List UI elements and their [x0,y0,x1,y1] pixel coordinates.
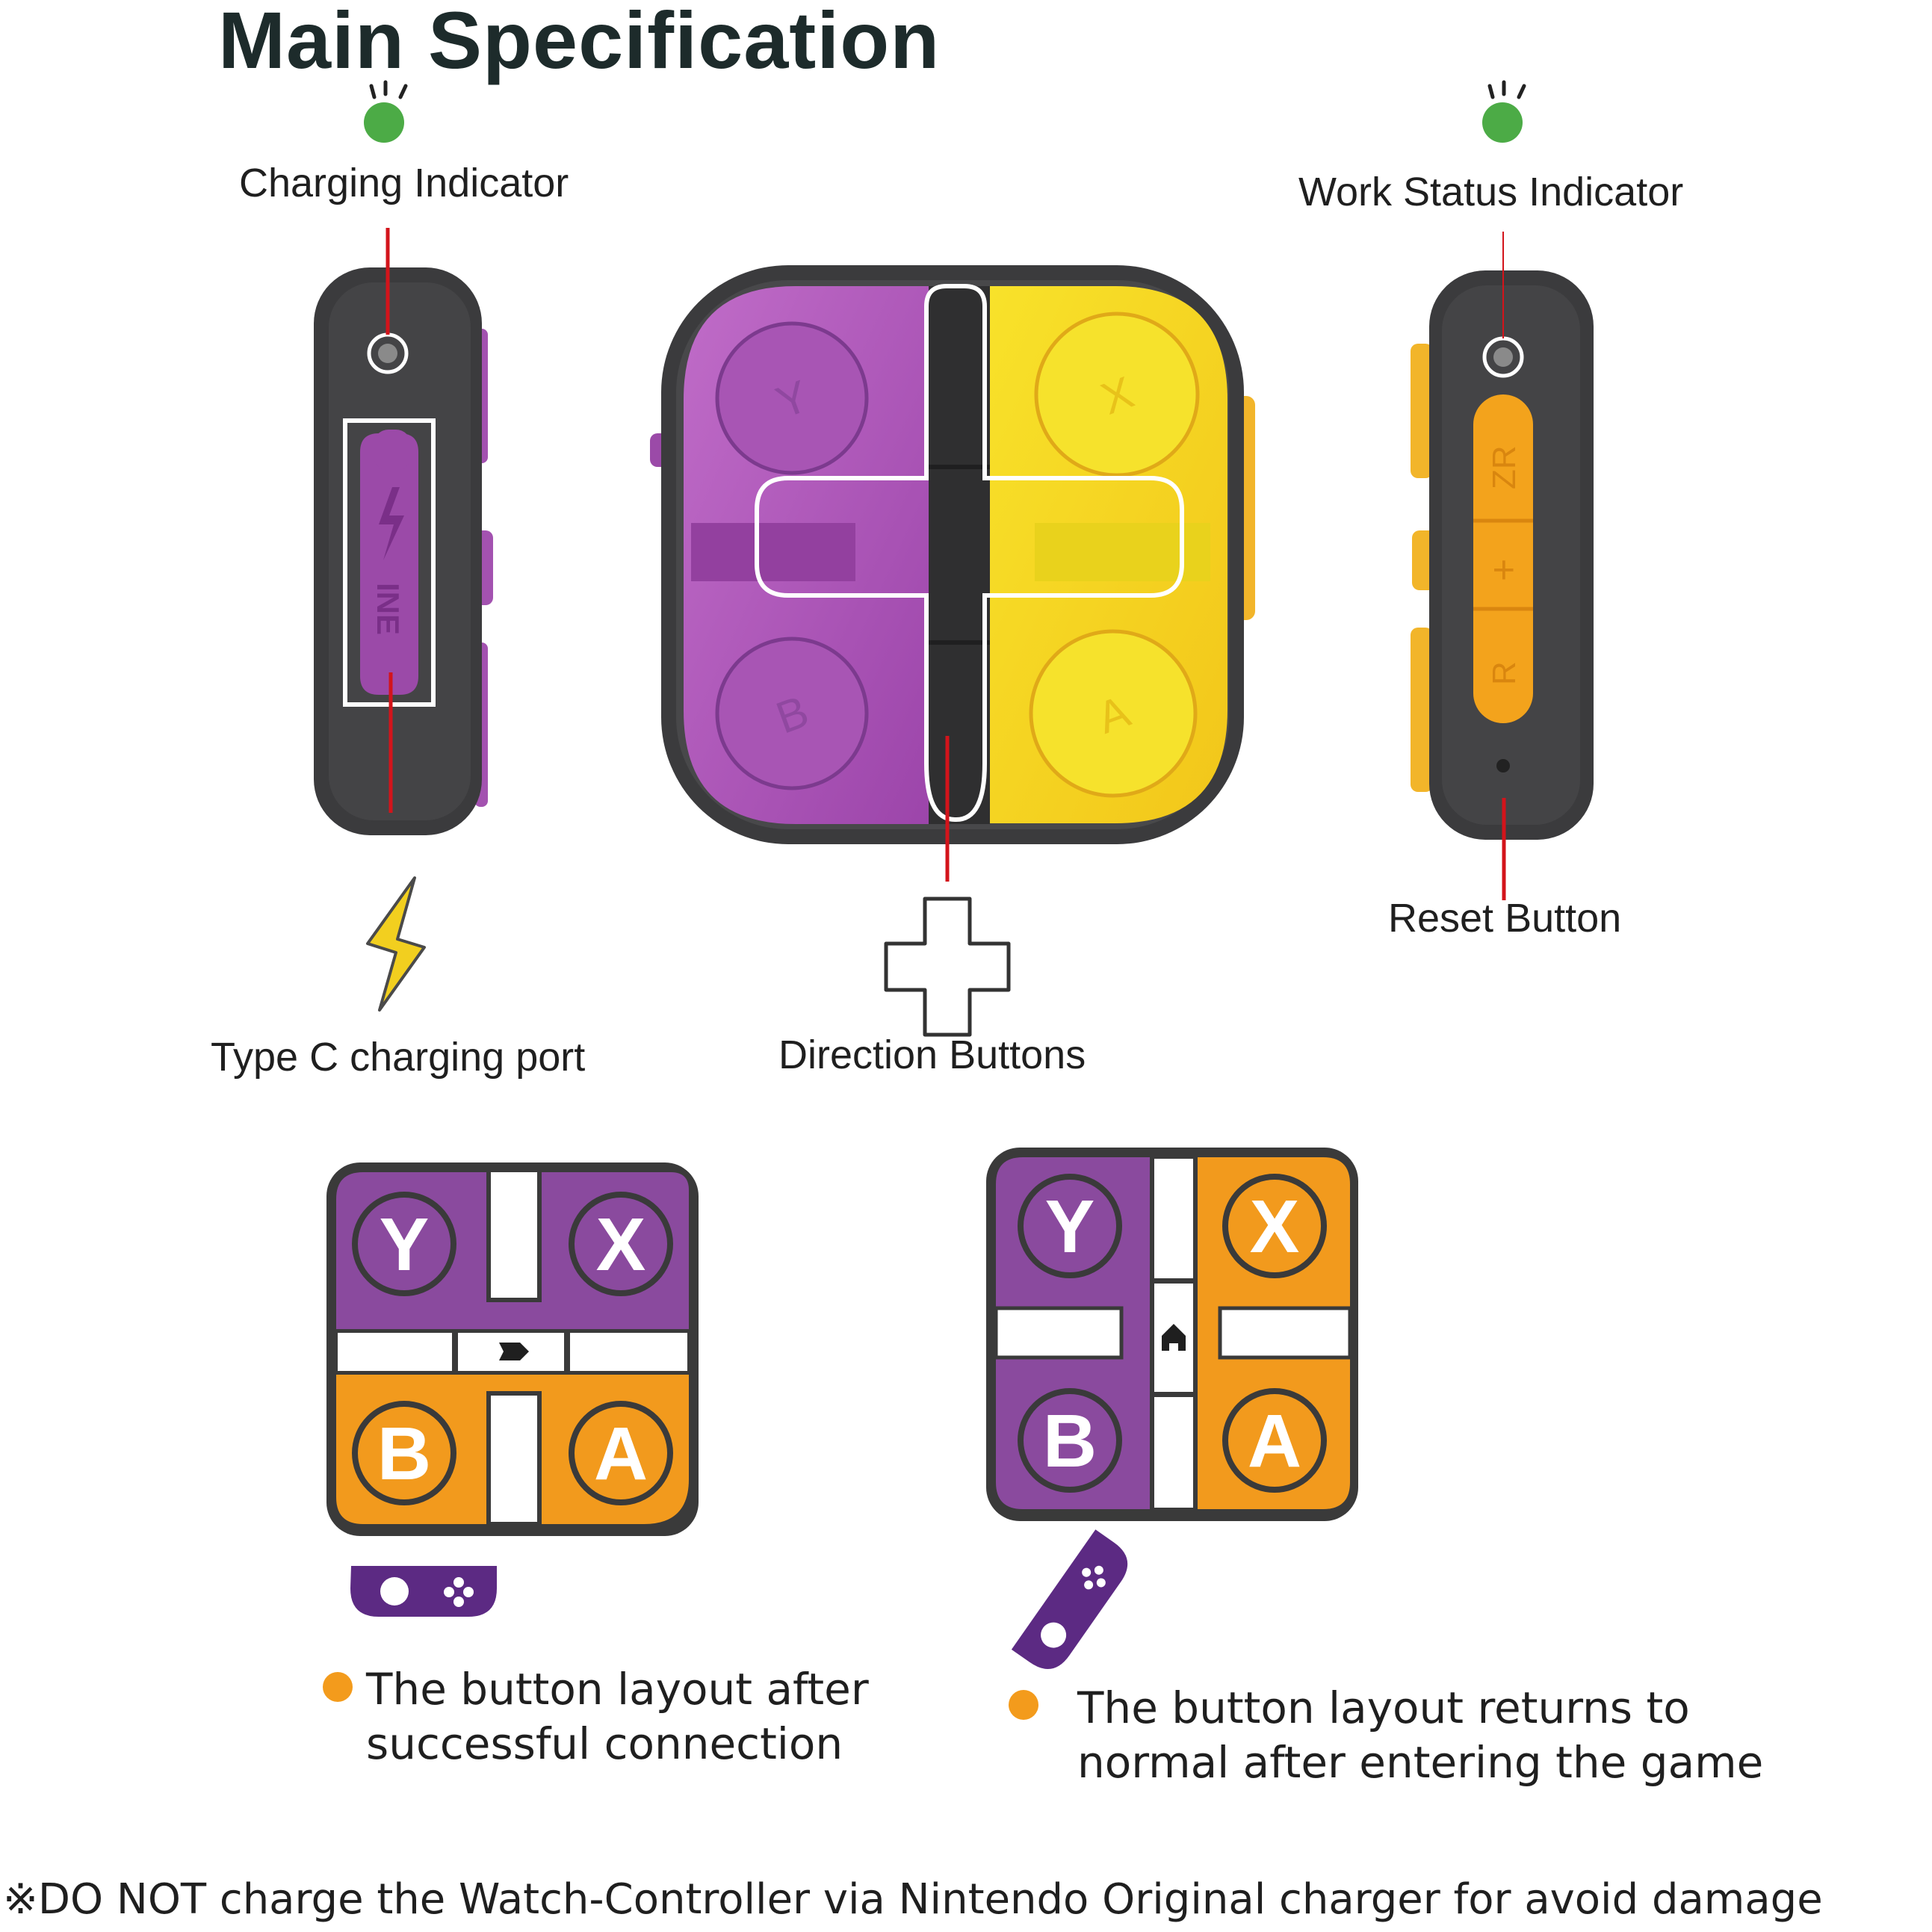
layout2-b-label: B [1043,1399,1097,1483]
device-front-view: Y B X A [650,265,1255,844]
device-right-side-view: ZR + R [1411,270,1594,840]
layout1-a-label: A [594,1412,648,1496]
layout1-y-label: Y [380,1203,430,1287]
charging-led-icon [364,80,408,143]
caption-line: The button layout after [366,1664,869,1715]
caption-line: successful connection [366,1718,843,1769]
led-burst-icon [1487,80,1526,99]
dpad-outline-icon [884,897,1011,1037]
page-title: Main Specification [218,0,941,85]
front-y-button [715,321,869,475]
callout-lines [386,228,1506,900]
charging-indicator-label: Charging Indicator [239,161,569,205]
side-zr-label: ZR [1486,445,1523,489]
joycon-vertical-icon [1011,1529,1128,1669]
dpad-highlight-outline [755,284,1184,822]
type-c-port-label: Type C charging port [211,1035,586,1080]
reset-button-label: Reset Button [1388,896,1622,941]
lightning-bolt-icon [366,876,426,1012]
work-status-led-icon [1482,80,1526,143]
side-plus-label: + [1482,559,1526,581]
layout-connected-caption: The button layout after successful conne… [366,1662,869,1771]
layout1-x-label: X [596,1203,646,1287]
joycon-horizontal-icon [350,1566,497,1617]
layout2-x-label: X [1250,1185,1300,1269]
layout2-y-label: Y [1045,1185,1095,1269]
layout2-a-label: A [1248,1399,1301,1483]
side-r-label: R [1486,661,1523,685]
layout-in-game-caption: The button layout returns to normal afte… [1077,1681,1763,1789]
front-x-button [1034,312,1200,477]
layout-connected: Y X B A [326,1162,699,1536]
work-status-indicator-label: Work Status Indicator [1298,170,1684,214]
home-icon [1162,1324,1186,1351]
bullet-dot [323,1672,353,1702]
caption-line: The button layout returns to [1077,1682,1690,1733]
front-b-button [715,637,869,790]
port-emboss-text: INE [371,583,406,635]
layout-in-game: Y X B A [986,1148,1358,1521]
front-a-button [1029,629,1198,798]
layout1-b-label: B [377,1412,431,1496]
direction-buttons-label: Direction Buttons [778,1032,1086,1077]
caption-line: normal after entering the game [1077,1736,1764,1788]
lightning-emboss-icon [379,487,404,560]
bullet-dot [1009,1690,1038,1720]
charging-warning-notice: ※DO NOT charge the Watch-Controller via … [3,1875,1823,1924]
led-burst-icon [369,80,408,99]
device-left-side-view: INE [314,267,493,835]
capture-icon [499,1343,529,1360]
reset-hole [1496,759,1510,773]
